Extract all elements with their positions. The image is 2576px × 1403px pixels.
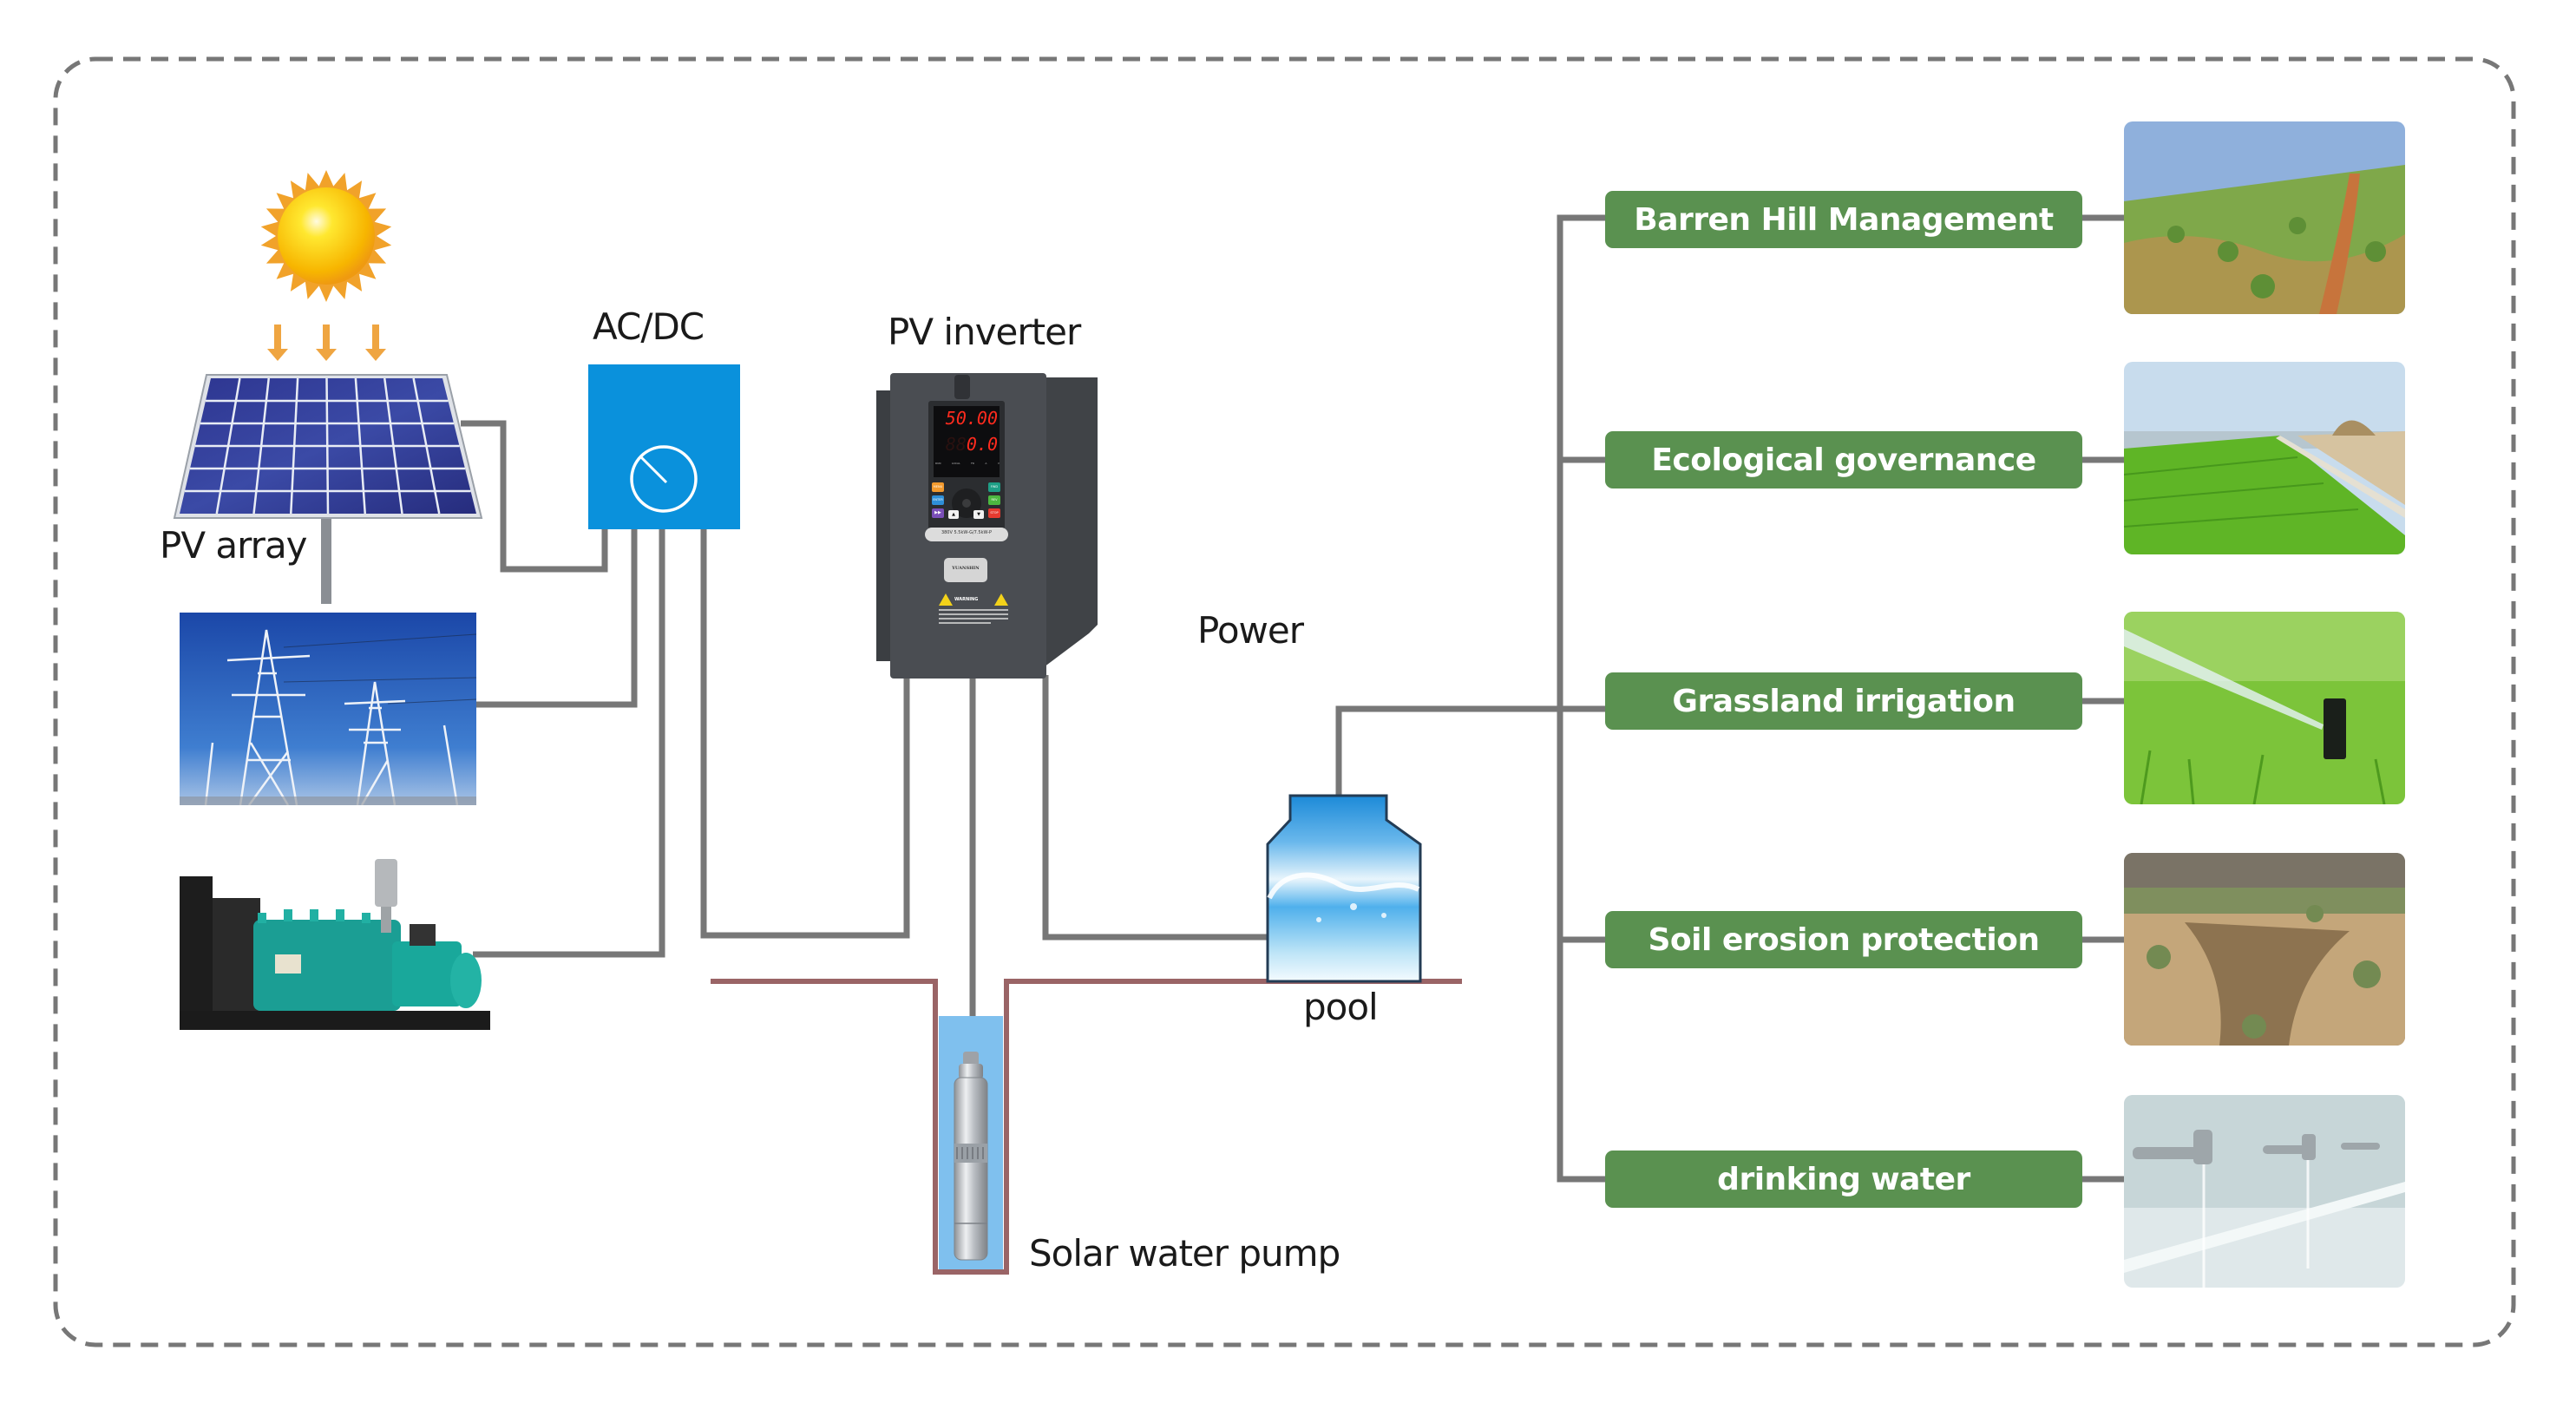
sunlight-arrows-icon	[267, 325, 386, 361]
application-label-grassland-irrigation: Grassland irrigation	[1605, 672, 2082, 730]
inverter-display-bottom: 880.0	[937, 434, 998, 455]
inverter-rating-label: 380V 5.5kW-G/7.5kW-P	[941, 530, 993, 535]
inverter-display-dim: 88	[945, 434, 967, 455]
led-local: LOCAL	[951, 462, 960, 465]
inverter-key-up[interactable]: ▲	[948, 510, 959, 519]
inverter-display-value: 0.0	[966, 434, 998, 455]
solar-panel-icon	[173, 374, 483, 519]
led-run: RUN	[935, 462, 941, 465]
inverter-brand-logo: YUANSHIN	[952, 566, 980, 571]
solar-water-pump-label: Solar water pump	[1029, 1232, 1340, 1275]
inverter-key-down[interactable]: ▼	[973, 510, 984, 519]
soil-erosion-image	[2124, 853, 2405, 1046]
pool-label: pool	[1303, 986, 1379, 1028]
inverter-key-fwd[interactable]: FWD	[988, 482, 1000, 492]
pv-inverter-label: PV inverter	[888, 311, 1081, 353]
pool-tank-icon	[1266, 794, 1422, 983]
ecological-governance-image	[2124, 362, 2405, 554]
inverter-key-menu[interactable]: MENU	[932, 482, 944, 492]
wire-generator-acdc	[473, 529, 665, 958]
application-label-barren-hill: Barren Hill Management	[1605, 191, 2082, 248]
acdc-label: AC/DC	[593, 305, 705, 348]
wires	[461, 214, 2124, 1183]
wire-pool-distribution	[1335, 705, 1605, 796]
pv-inverter-device: 50.00 880.0 RUN LOCAL FR A V MENU ENTER …	[876, 373, 1102, 679]
application-label-soil-erosion: Soil erosion protection	[1605, 911, 2082, 968]
wire-acdc-inverter	[700, 529, 910, 939]
inverter-warning-label: WARNING	[954, 597, 979, 602]
application-label-drinking-water: drinking water	[1605, 1151, 2082, 1208]
led-a: A	[985, 462, 987, 465]
sun-icon	[260, 170, 392, 302]
led-v: V	[997, 462, 1000, 465]
wire-grid-acdc	[476, 529, 638, 708]
inverter-key-stop[interactable]: STOP	[988, 508, 1000, 518]
grassland-irrigation-image	[2124, 612, 2405, 804]
panel-pole	[321, 514, 331, 604]
acdc-converter-icon	[588, 364, 740, 529]
wire-inverter-pool	[1042, 675, 1269, 941]
pv-array-label: PV array	[160, 524, 308, 567]
dashed-frame	[53, 56, 2516, 1347]
inverter-key-rev[interactable]: REV	[988, 495, 1000, 505]
solar-water-pump-icon	[954, 1052, 988, 1261]
application-label-ecological-governance: Ecological governance	[1605, 431, 2082, 488]
barren-hill-image	[2124, 121, 2405, 314]
inverter-display-top: 50.00	[945, 408, 998, 429]
wire-panel-acdc	[461, 420, 608, 573]
power-label: Power	[1197, 609, 1304, 652]
inverter-status-leds: RUN LOCAL FR A V	[935, 462, 1000, 465]
inverter-key-shift[interactable]: ▶▶	[932, 508, 944, 518]
inverter-key-enter[interactable]: ENTER	[932, 495, 944, 505]
led-fr: FR	[971, 462, 974, 465]
drinking-water-image	[2124, 1095, 2405, 1288]
wire-distribution-trunk	[1557, 214, 1605, 1183]
power-grid-tower-image	[180, 613, 476, 805]
diesel-generator-image	[180, 859, 490, 1033]
